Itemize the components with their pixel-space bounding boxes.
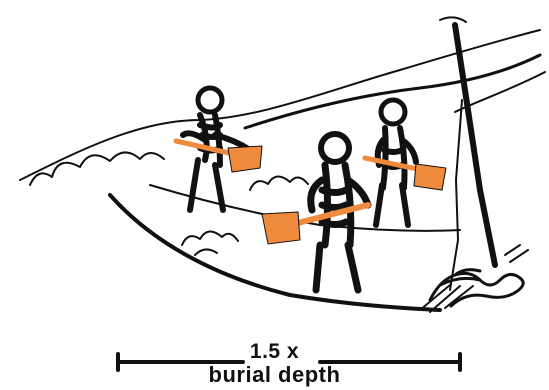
rescuer-center <box>307 131 372 294</box>
depth-multiplier-label: 1.5 x <box>249 340 300 363</box>
snow-surface-line-upper <box>243 53 542 130</box>
rescuer-right <box>373 97 419 228</box>
trench-wall-line <box>149 184 461 232</box>
shovel-left <box>173 138 263 173</box>
buried-victim-hatching <box>419 244 529 313</box>
dimension-bar <box>116 352 462 372</box>
snow-mound-left <box>29 151 165 186</box>
trench-floor-line <box>108 193 442 312</box>
snow-mound-bottom <box>181 230 239 256</box>
snow-surface-line <box>19 29 541 181</box>
buried-victim-scribble <box>428 268 525 308</box>
probe-pole <box>452 22 498 268</box>
probe-pole-top <box>439 16 467 23</box>
shovel-right <box>362 155 447 191</box>
snow-surface-line-right <box>454 71 546 113</box>
burial-depth-label: burial depth <box>208 362 341 387</box>
trench-back-wall <box>449 99 463 291</box>
snow-mound-center <box>249 175 309 191</box>
shovel-center <box>261 202 371 245</box>
